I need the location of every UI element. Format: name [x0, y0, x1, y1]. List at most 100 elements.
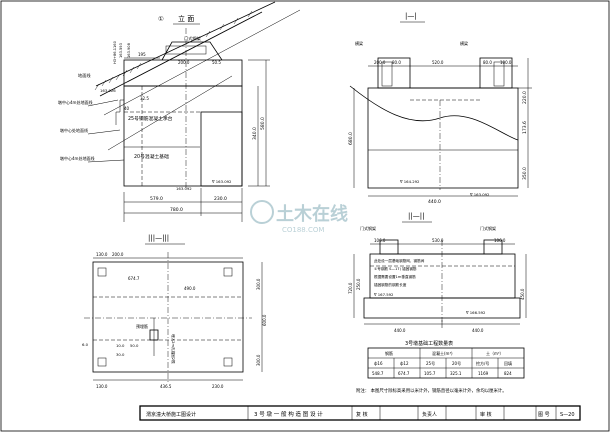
tb-drawing: 3 号 墩 一 般 构 造 图 设 计 [254, 410, 323, 418]
s33-t2: 200.0 [112, 252, 124, 257]
s33-t1: 130.0 [96, 252, 108, 257]
s22-h3: 250.0 [356, 278, 361, 290]
s11-d4: 80.0 [483, 60, 492, 65]
elev-top2: 163.908 [127, 42, 131, 58]
dim-total-h: 580.0 [260, 117, 266, 130]
s11-h4: 220.0 [522, 91, 528, 104]
s11-right-tag: 横梁 [460, 40, 468, 46]
s22-e2: ∇ 166.592 [465, 310, 486, 315]
s11-e2: ∇ 163.092 [469, 192, 490, 197]
dim-total: 780.0 [170, 207, 183, 213]
s22-b2: 440.0 [472, 328, 484, 333]
s33-anchor2: 埋入2m孔锚固2根 [171, 334, 176, 364]
tb-number-label: 图 号 [538, 412, 550, 418]
label-slope-line: 地面线 [78, 72, 91, 79]
s22-gate-a: 门式钢架 [360, 225, 376, 231]
tb-number-value: S—20 [560, 412, 575, 418]
s11-e1: ∇ 164.292 [399, 179, 420, 184]
s22-h2: 450.0 [520, 288, 525, 300]
qty-v-5: 824 [504, 371, 512, 376]
s11-h1: 680.0 [348, 132, 354, 145]
dim-top-w: 200.0 [178, 60, 190, 65]
dim-small3: 40 [124, 106, 130, 111]
label-gate-bar: 门式钢架 [184, 35, 201, 42]
s22-gate-b: 门式钢架 [480, 225, 496, 231]
side-note: H3+86.1160 [113, 40, 117, 64]
section-1-1-view: |—| 横梁 横梁 200.0 80.0 520.0 80.0 100.0 68… [348, 12, 532, 205]
qty-v-1: 674.7 [398, 371, 410, 376]
elev-bot-right: ∇ 163.092 [211, 179, 232, 184]
s22-note3: 根据需要设置1m垂直钢筋 [374, 274, 416, 279]
elev-left-mid: 163.926 [100, 88, 116, 93]
watermark-en: CO188.COM [282, 226, 324, 234]
s33-t4: 490.0 [184, 286, 196, 291]
s11-h3: 173.6 [522, 121, 528, 134]
dim-top2: 50.5 [212, 60, 221, 65]
qty-sh-5: 回填 [504, 360, 512, 366]
dim-mid-w: 579.0 [150, 196, 163, 202]
s11-d3: 520.0 [432, 60, 444, 65]
s22-note4: 锚固钢筋的钢筋长度 [374, 282, 407, 287]
s22-note2: ①号钢筋 S—17) 锚固钢筋 [374, 266, 417, 271]
tb-check: 审 核 [480, 411, 492, 418]
s33-small-d: 6.0 [82, 342, 89, 347]
s22-e1: ∇ 167.592 [373, 292, 394, 297]
label-concrete-25: 25号钢筋混凝土承台 [128, 115, 173, 122]
s33-r3: 300.0 [256, 354, 261, 366]
qty-v-3: 325.1 [450, 371, 462, 376]
tb-project: 渭京潼大桥施工图设计 [146, 411, 196, 418]
label-pier-center-c: 墩中心4m处地面线 [60, 155, 94, 161]
s22-t3: 106.0 [494, 238, 506, 243]
dim-right-h: 340.0 [252, 127, 258, 140]
qty-sh-1: ф12 [400, 361, 409, 366]
s33-r1: 300.0 [256, 278, 261, 290]
dim-right-w: 230.0 [214, 196, 227, 202]
s22-t2: 530.0 [432, 238, 444, 243]
tb-review: 复 核 [356, 411, 368, 418]
qty-sh-2: 25号 [426, 360, 435, 366]
qty-v-2: 105.7 [424, 371, 436, 376]
s22-t1: 106.0 [374, 238, 386, 243]
qty-v-4: 1169 [478, 371, 489, 376]
dim-top1: 195 [138, 52, 146, 57]
s33-t3: 674.7 [128, 276, 140, 281]
section-2-2-view: ||—|| 门式钢架 门式钢架 106.0 530.0 106.0 此处设一层基… [348, 212, 527, 333]
section-2-2-title: ||—|| [408, 212, 424, 220]
watermark: 土木在线 CO188.COM [250, 200, 348, 234]
s11-d1: 200.0 [374, 60, 386, 65]
s33-small-b: 50.0 [130, 343, 139, 348]
label-pier-center-b: 墩中心处地面线 [60, 127, 88, 133]
elev-top1: 163.593 [119, 43, 123, 58]
s11-h2: 350.0 [522, 167, 528, 180]
elevation-view: ① 立 面 门式钢架 地面线 25号钢筋混凝土承台 20号混凝土 [58, 1, 301, 222]
s11-d5: 100.0 [500, 60, 512, 65]
s33-r2: 600.0 [262, 314, 267, 326]
s22-h1: 720.0 [348, 282, 353, 294]
s11-left-tag: 横梁 [355, 40, 363, 46]
title-block: 渭京潼大桥施工图设计 3 号 墩 一 般 构 造 图 设 计 复 核 负责人 审… [139, 405, 581, 421]
s22-note1: 此处设一层基础钢筋网，钢筋间 [374, 258, 425, 263]
s11-bot: 440.0 [428, 199, 441, 205]
s11-d2: 80.0 [392, 60, 401, 65]
qty-h-soil: 土（m³） [486, 350, 504, 356]
qty-sh-3: 20号 [452, 360, 461, 366]
section-3-3-title: |||—||| [148, 234, 169, 242]
watermark-cn: 土木在线 [276, 203, 348, 225]
qty-sh-0: ф16 [374, 361, 383, 366]
s22-b1: 440.0 [394, 328, 406, 333]
dim-small: 32.5 [140, 96, 149, 101]
section-1-1-title: |—| [405, 12, 417, 20]
qty-sh-4: 挖方/号 [476, 360, 489, 366]
qty-table-title: 3号墩基础工程数量表 [405, 340, 453, 347]
qty-h-concrete: 混凝土(m³) [432, 350, 453, 356]
qty-h-steel: 钢筋 [385, 350, 393, 356]
drawing-note: 附注： 本图尺寸除标高采用以米计外，钢筋直径以毫米计外，余均以厘米计。 [356, 387, 507, 394]
s33-b1: 130.0 [96, 384, 108, 389]
elev-bot-left: 163.092 [176, 186, 192, 191]
label-pier-center-a: 墩中心4m处地面线 [58, 99, 92, 105]
elevation-title: 立 面 [178, 14, 194, 23]
section-3-3-view: |||—||| 预埋筋 埋入2m孔锚固2根 130.0 200.0 674.7 … [82, 234, 267, 389]
s33-b2: 436.5 [160, 384, 172, 389]
